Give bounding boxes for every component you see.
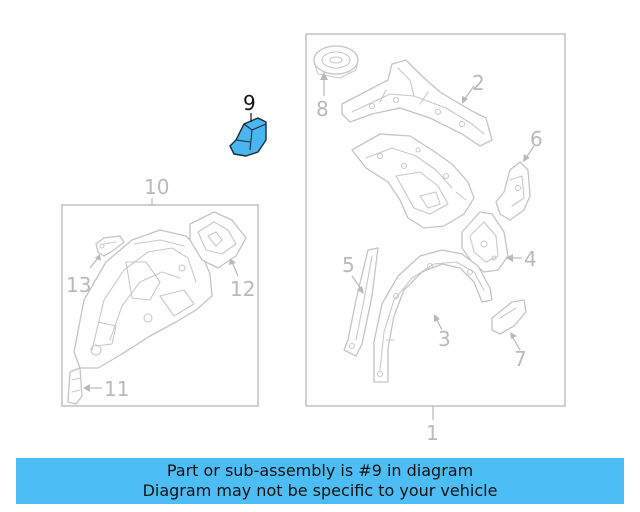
banner-disclaimer-text: Diagram may not be specific to your vehi… [142, 481, 498, 500]
arrow-7 [510, 332, 517, 339]
assembly-1-frame [305, 33, 566, 407]
leader-6 [525, 145, 535, 159]
callout-2[interactable]: 2 [472, 71, 485, 95]
arrow-13 [95, 254, 101, 261]
callout-9[interactable]: 9 [243, 91, 256, 115]
part-6[interactable] [495, 161, 531, 221]
callout-5[interactable]: 5 [342, 253, 355, 277]
callout-8[interactable]: 8 [316, 97, 329, 121]
part-12[interactable] [189, 211, 247, 269]
part-5[interactable] [343, 247, 379, 357]
subassembly-10-frame [61, 204, 259, 407]
callout-11[interactable]: 11 [104, 377, 129, 401]
arrow-6 [523, 154, 530, 162]
callout-6[interactable]: 6 [530, 127, 543, 151]
part-2[interactable] [341, 59, 493, 147]
arrow-3 [434, 314, 440, 322]
leader-13 [89, 257, 99, 269]
callout-7[interactable]: 7 [514, 347, 527, 371]
arrow-12 [229, 258, 236, 265]
callout-1[interactable]: 1 [426, 421, 439, 445]
part-11[interactable] [67, 367, 83, 405]
leader-2 [463, 85, 475, 101]
part-9-highlighted[interactable] [229, 117, 267, 157]
callout-4[interactable]: 4 [524, 247, 537, 271]
callout-10[interactable]: 10 [144, 175, 169, 199]
part-13[interactable] [95, 235, 125, 257]
callout-12[interactable]: 12 [230, 277, 255, 301]
callout-3[interactable]: 3 [438, 327, 451, 351]
info-banner: Part or sub-assembly is #9 in diagram Di… [16, 458, 624, 504]
part-3[interactable] [373, 249, 493, 383]
leader-12 [231, 261, 239, 277]
arrow-8 [320, 72, 328, 80]
arrow-4 [506, 254, 513, 262]
part-8[interactable] [313, 45, 359, 79]
arrow-2 [462, 96, 468, 104]
leader-7 [511, 335, 521, 351]
part-10-wheelhouse[interactable] [73, 229, 213, 369]
arrow-11 [83, 384, 90, 392]
part-quarter-inner[interactable] [351, 133, 475, 229]
arrow-5 [357, 286, 364, 294]
part-4[interactable] [461, 211, 509, 273]
banner-part-number-text: Part or sub-assembly is #9 in diagram [166, 461, 474, 480]
part-7[interactable] [491, 299, 527, 335]
callout-13[interactable]: 13 [66, 273, 91, 297]
